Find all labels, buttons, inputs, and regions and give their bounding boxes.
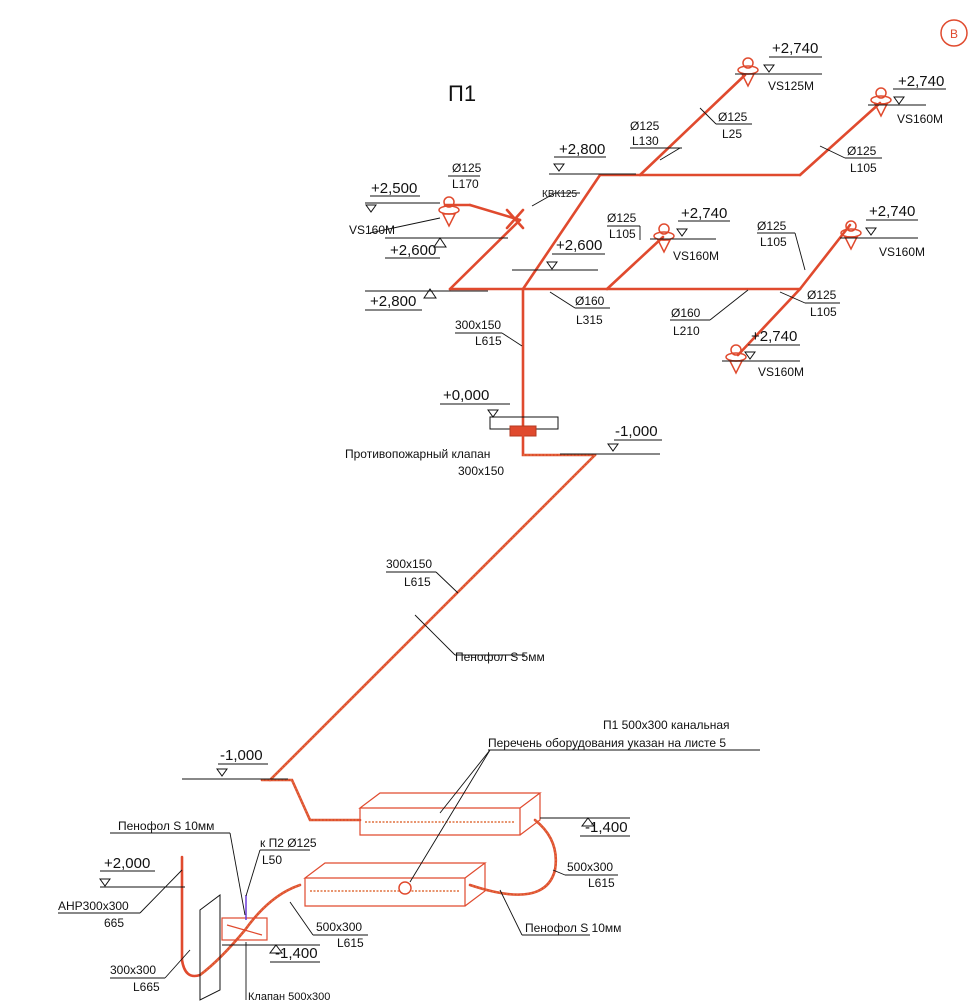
label-vs160m-2: VS160M: [349, 223, 395, 237]
elev-e8: +2,740: [869, 203, 915, 220]
label-vs125m: VS125M: [768, 79, 814, 93]
dim-d7b: L315: [576, 313, 603, 327]
label-kvk: КВК125: [542, 189, 577, 200]
elev-e9: +2,800: [370, 293, 416, 310]
elev-e14: -1,400: [585, 819, 628, 836]
label-vs160m-1: VS160M: [897, 112, 943, 126]
duct-network-upper: [443, 73, 882, 432]
label-vs160m-3: VS160M: [673, 249, 719, 263]
dim-d13a: 500x300: [316, 920, 362, 934]
dim-d5b: L105: [609, 227, 636, 241]
elev-e4: +2,500: [371, 180, 417, 197]
dim-d11b: L615: [404, 575, 431, 589]
elev-e3: +2,800: [559, 141, 605, 158]
dim-d1a: Ø125: [630, 119, 660, 133]
dim-d3a: Ø125: [847, 144, 877, 158]
label-kp2a: к П2 Ø125: [260, 836, 317, 850]
dim-d4b: L170: [452, 177, 479, 191]
dim-d8a: Ø160: [671, 306, 701, 320]
dim-d8b: L210: [673, 324, 700, 338]
dim-d5a: Ø125: [607, 211, 637, 225]
ahu-unit-upper: [358, 792, 542, 836]
dim-d12a: 500x300: [567, 860, 613, 874]
leader-lines: [58, 107, 882, 1000]
ahu-unit-lower: [303, 862, 487, 907]
elev-e1: +2,740: [772, 40, 818, 57]
label-ahr2: 665: [104, 916, 124, 930]
diffuser-vs160m-middle: [653, 223, 675, 254]
dim-d1b: L130: [632, 134, 659, 148]
elev-e15: +2,000: [104, 855, 150, 872]
elev-e7: +2,740: [681, 205, 727, 222]
dim-d9a: Ø125: [807, 288, 837, 302]
elev-e6: +2,600: [556, 237, 602, 254]
dim-d7a: Ø160: [575, 294, 605, 308]
diffuser-vs160m-right: [840, 220, 862, 251]
diffuser-vs160m-left: [438, 196, 460, 228]
sheet-marker-circle: [940, 19, 968, 47]
dim-d13b: L615: [337, 936, 364, 950]
dim-d3b: L105: [850, 161, 877, 175]
elev-e5: +2,600: [390, 242, 436, 259]
label-vs160m-5: VS160M: [758, 365, 804, 379]
dim-d6b: L105: [760, 235, 787, 249]
label-penofol-5: Пенофол S 5мм: [455, 650, 545, 664]
elev-e11: +0,000: [443, 387, 489, 404]
label-vs160m-4: VS160M: [879, 245, 925, 259]
elev-e13: -1,000: [220, 747, 263, 764]
label-fire-damper-1: Противопожарный клапан: [345, 447, 490, 461]
label-unit-2: Перечень оборудования указан на листе 5: [488, 736, 726, 750]
diffuser-vs125m-top: [737, 57, 759, 88]
dim-d2b: L25: [722, 127, 742, 141]
dim-d10a: 300x150: [455, 318, 501, 332]
diffuser-vs160m-right-top: [870, 87, 892, 118]
label-valve: Клапан 500x300: [248, 991, 330, 1003]
dim-d14b: L665: [133, 980, 160, 994]
valve-box: [221, 895, 268, 941]
label-unit-1: П1 500x300 канальная: [603, 718, 730, 732]
dim-d6a: Ø125: [757, 219, 787, 233]
air-intake-grille: [199, 894, 221, 1001]
elevation-marks: [99, 56, 946, 963]
insulated-duct: [180, 428, 597, 978]
dim-d11a: 300x150: [386, 557, 432, 571]
dim-d12b: L615: [588, 876, 615, 890]
dim-d4a: Ø125: [452, 161, 482, 175]
label-penofol-10a: Пенофол S 10мм: [118, 819, 214, 833]
sheet-marker: B: [950, 27, 958, 41]
label-ahr1: АНР300x300: [58, 899, 129, 913]
dim-d2a: Ø125: [718, 110, 748, 124]
diagram-title: П1: [448, 81, 476, 106]
label-fire-damper-2: 300x150: [458, 464, 504, 478]
dim-d14a: 300x300: [110, 963, 156, 977]
label-kp2b: L50: [262, 853, 282, 867]
elev-e12: -1,000: [615, 423, 658, 440]
elev-e2: +2,740: [898, 73, 944, 90]
elev-e16: -1,400: [275, 945, 318, 962]
dim-d9b: L105: [810, 305, 837, 319]
dim-d10b: L615: [475, 334, 502, 348]
elev-e10: +2,740: [751, 328, 797, 345]
label-penofol-10b: Пенофол S 10мм: [525, 921, 621, 935]
